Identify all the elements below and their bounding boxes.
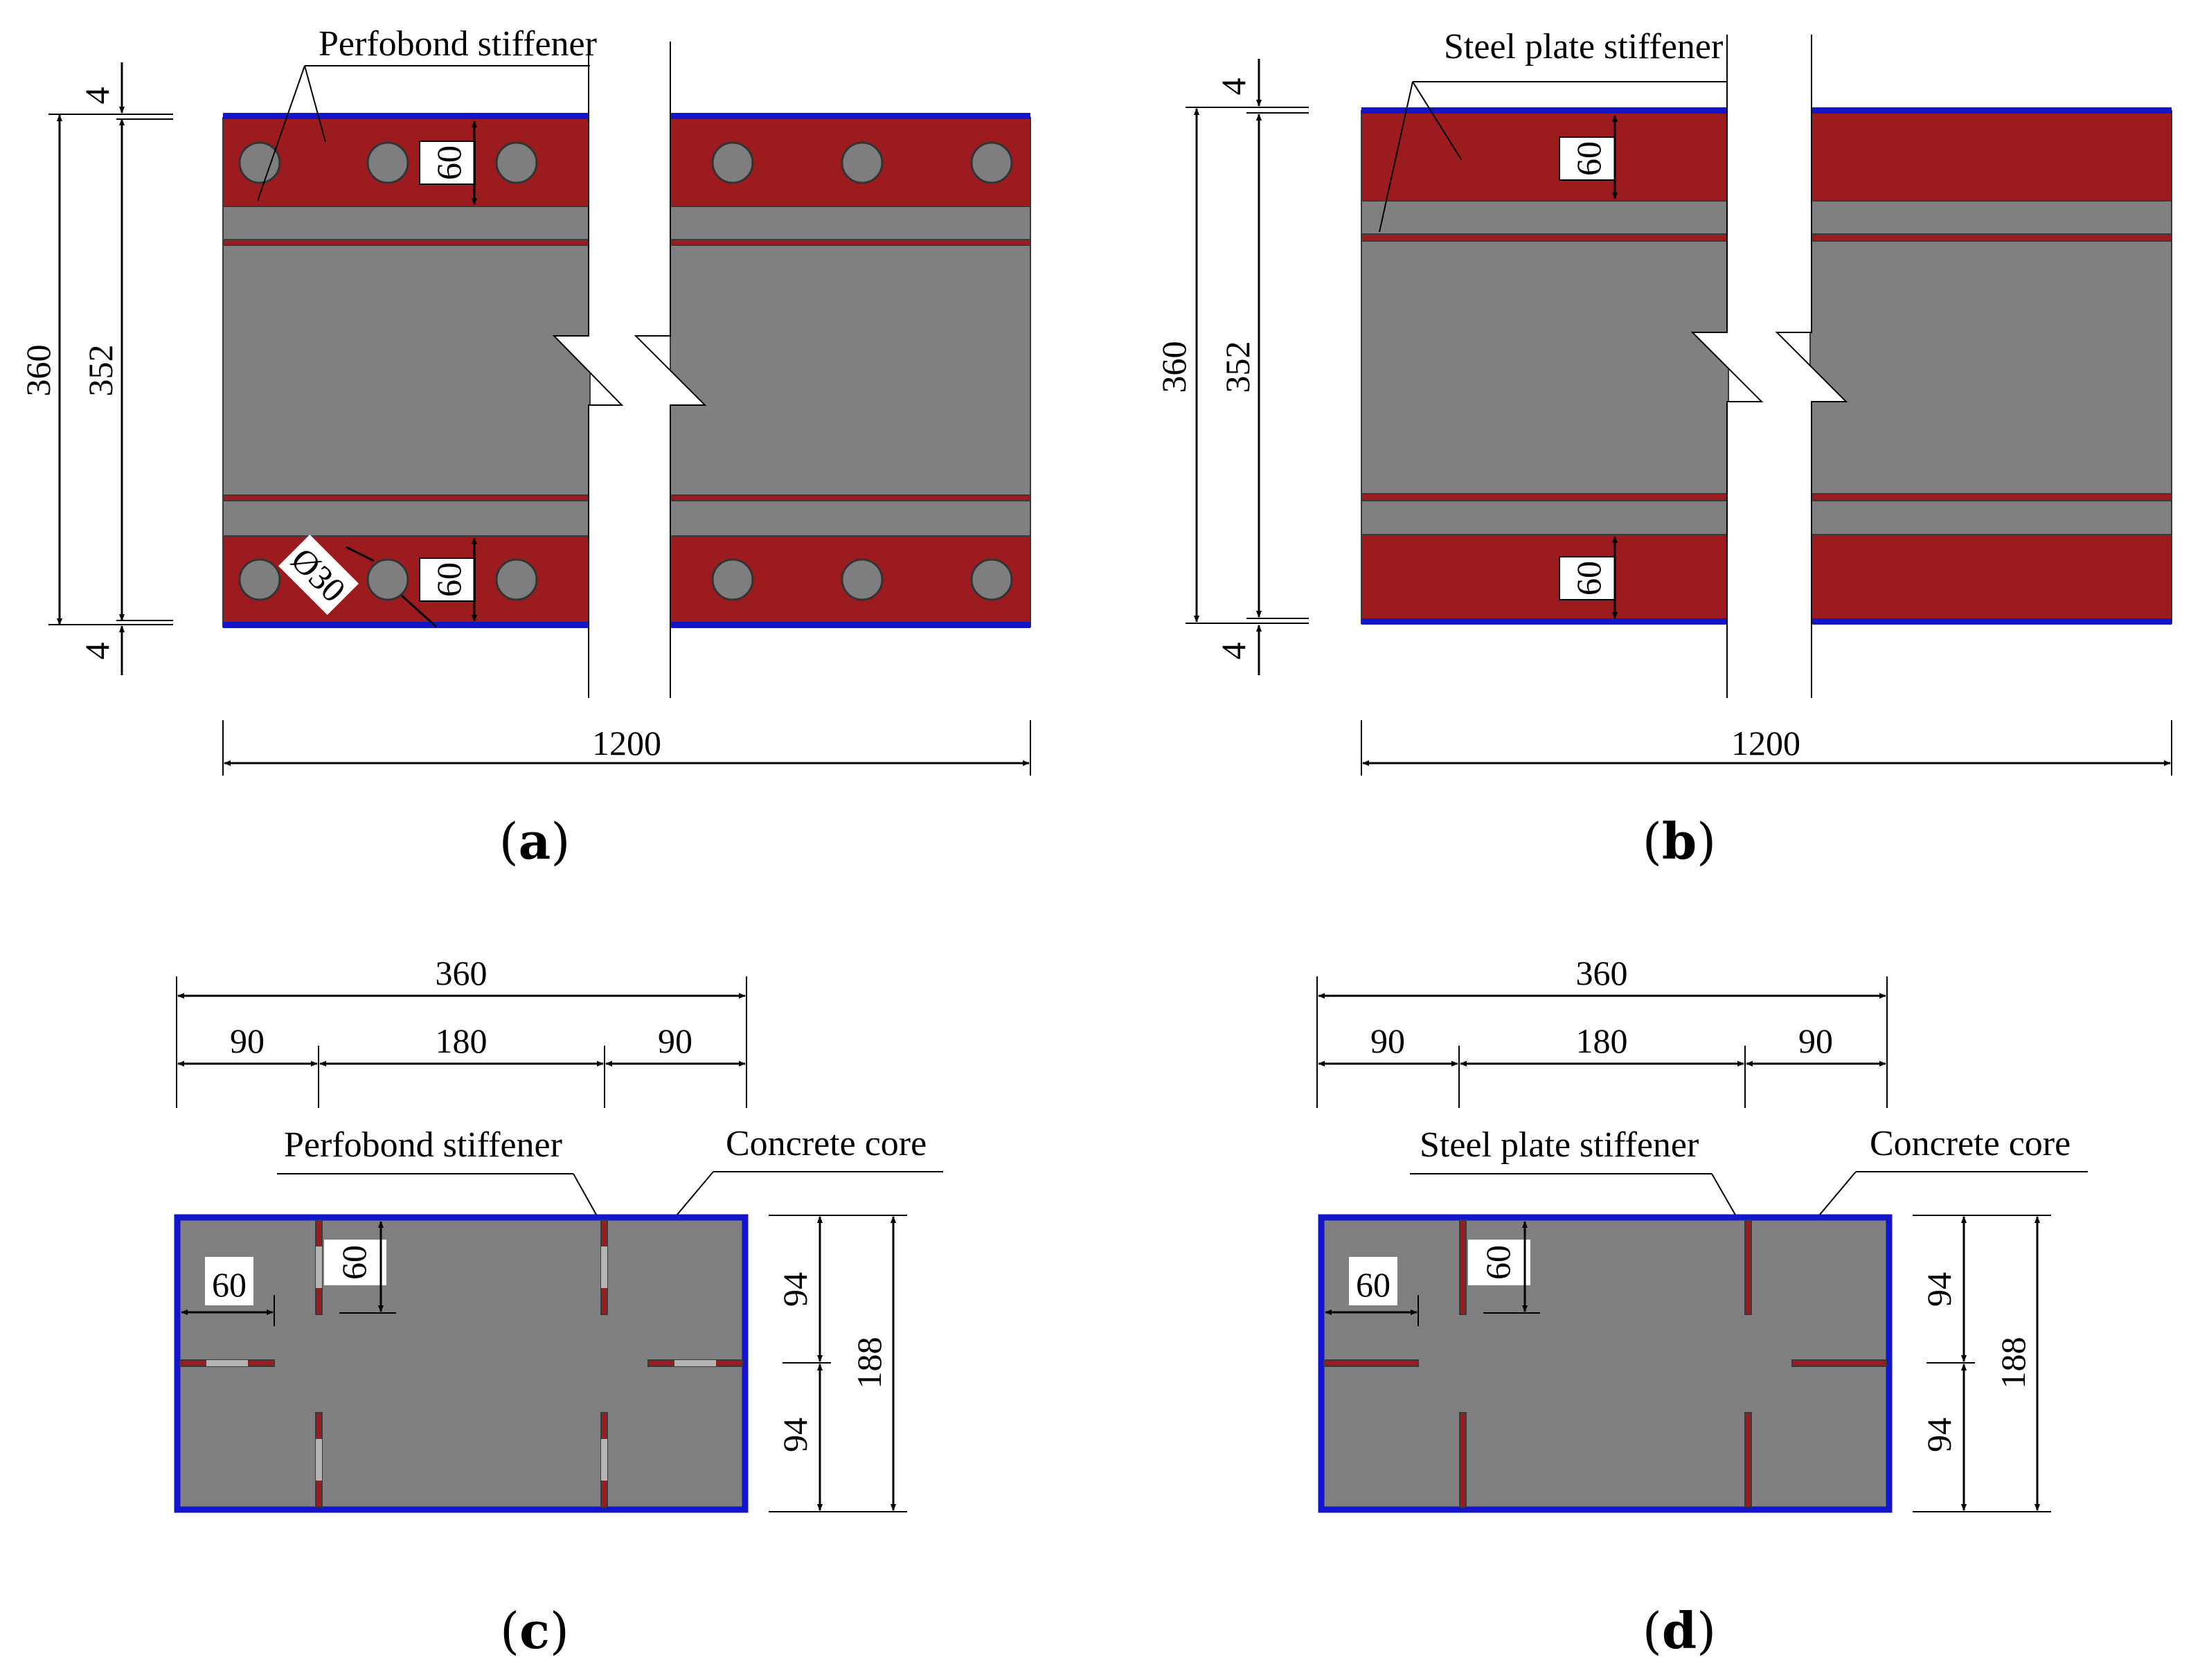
steel-plate-stiffeners	[1323, 1219, 1887, 1508]
dim-total-height: 188	[1994, 1337, 2032, 1389]
dimension-lines-left	[48, 62, 173, 675]
dim-total-height: 188	[850, 1337, 888, 1389]
dim-total-height: 360	[1154, 341, 1193, 393]
steel-flange-top	[223, 113, 590, 119]
dim-stiffener-bottom: 60	[1569, 561, 1608, 596]
dim-inner-height: 352	[1218, 341, 1257, 393]
dim-stiffener-horizontal: 60	[1356, 1265, 1390, 1304]
dim-stiffener-horizontal: 60	[212, 1265, 247, 1304]
caption-a: (a)	[499, 812, 571, 870]
stiffener-label: Perfobond stiffener	[284, 1125, 562, 1165]
perfobond-holes	[238, 141, 1013, 601]
stiffener-label: Steel plate stiffener	[1444, 27, 1723, 66]
perfobond-stiffeners	[179, 1219, 743, 1508]
dim-stiffener-vertical: 60	[334, 1245, 373, 1280]
dim-inner-height: 352	[81, 345, 120, 397]
dimension-lines-right	[769, 1215, 907, 1512]
dimension-chain-top	[176, 976, 747, 1108]
panel-a: Perfobond stiffener 360 352 4 4 60 60 Ø3…	[19, 24, 1031, 870]
caption-c: (c)	[500, 1601, 569, 1660]
dim-top-thickness: 4	[78, 87, 116, 105]
dimension-lines-left	[1186, 59, 1309, 675]
core-label: Concrete core	[1870, 1124, 2071, 1163]
dim-side-left: 90	[1370, 1021, 1405, 1060]
dim-upper-half: 94	[1920, 1272, 1958, 1307]
dim-side-right: 90	[658, 1021, 692, 1060]
panel-a-elevation	[222, 42, 1031, 698]
dim-stiffener-bottom: 60	[429, 562, 468, 597]
dim-total-width: 360	[1576, 954, 1628, 992]
dim-side-left: 90	[230, 1021, 265, 1060]
dim-lower-half: 94	[776, 1418, 814, 1452]
dim-stiffener-top: 60	[1569, 141, 1608, 176]
steel-flange-bottom	[223, 622, 590, 628]
dim-stiffener-vertical: 60	[1478, 1245, 1517, 1280]
steel-plate-stiffener-top	[1361, 110, 1729, 202]
stiffener-label: Steel plate stiffener	[1420, 1125, 1699, 1165]
dim-side-right: 90	[1798, 1021, 1833, 1060]
dim-lower-half: 94	[1920, 1418, 1958, 1452]
caption-b: (b)	[1643, 812, 1717, 870]
dim-stiffener-top: 60	[429, 145, 468, 180]
dim-middle: 180	[1576, 1021, 1628, 1060]
dimension-lines-right	[1913, 1215, 2051, 1512]
stiffener-label: Perfobond stiffener	[319, 24, 597, 64]
panel-d: 360 90 180 90 Steel plate stiffener Conc…	[1316, 954, 2088, 1660]
panel-c-cross-section: 60 60	[174, 1214, 749, 1513]
steel-flange-bottom	[1361, 618, 1728, 625]
dim-bottom-thickness: 4	[1214, 643, 1253, 660]
dim-length: 1200	[592, 724, 661, 762]
steel-flange-top	[1361, 107, 1728, 114]
dimension-chain-top	[1316, 976, 1888, 1108]
dim-length: 1200	[1731, 724, 1800, 762]
break-symbol	[552, 42, 707, 698]
panel-d-cross-section: 60 60	[1318, 1214, 1893, 1513]
caption-d: (d)	[1643, 1601, 1717, 1660]
dim-bottom-thickness: 4	[78, 643, 116, 660]
dim-total-width: 360	[436, 954, 488, 992]
panel-b: Steel plate stiffener 360 352 4 4 60 60 …	[1154, 27, 2172, 870]
steel-plate-stiffener-bottom	[1361, 534, 1729, 622]
break-symbol	[1690, 35, 1848, 698]
dim-middle: 180	[436, 1021, 488, 1060]
dim-top-thickness: 4	[1214, 78, 1253, 96]
panel-c: 360 90 180 90 Perfobond stiffener Concre…	[174, 954, 943, 1660]
dim-total-height: 360	[19, 345, 57, 397]
dim-upper-half: 94	[776, 1272, 814, 1307]
panel-b-elevation	[1361, 35, 2172, 698]
core-label: Concrete core	[726, 1124, 927, 1163]
